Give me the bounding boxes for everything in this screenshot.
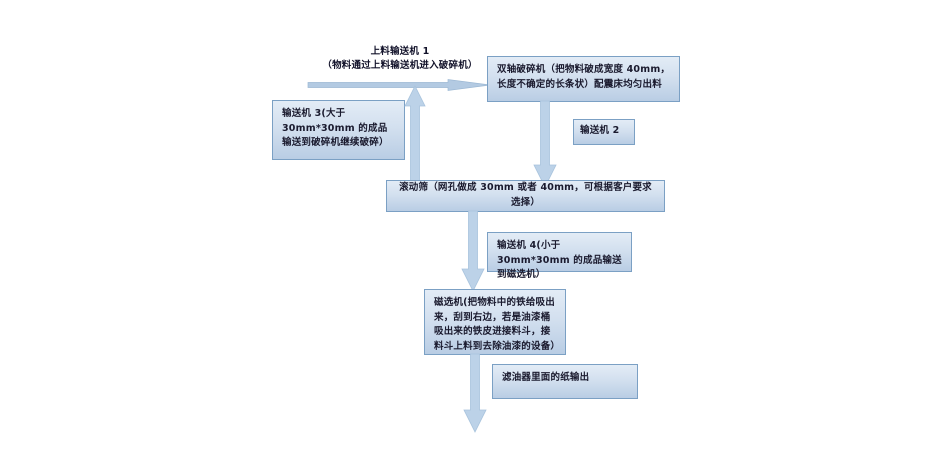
node-conveyor-4-text: 输送机 4(小于 30mm*30mm 的成品输送到磁选机） <box>497 240 622 281</box>
node-twin-shaft-crusher-text: 双轴破碎机（把物料破成宽度 40mm，长度不确定的长条状）配震床均匀出料 <box>497 64 671 90</box>
node-conveyor-2-text: 输送机 2 <box>580 125 620 136</box>
node-rolling-screen-text: 滚动筛（网孔做成 30mm 或者 40mm，可根据客户要求选择） <box>399 182 652 208</box>
node-paper-output: 滤油器里面的纸输出 <box>492 364 638 399</box>
label-feed-conveyor-1-line1: 上料输送机 1 <box>370 46 430 57</box>
arrow-crusher-to-screen <box>533 100 557 188</box>
node-conveyor-3-text: 输送机 3(大于 30mm*30mm 的成品输送到破碎机继续破碎） <box>282 108 389 149</box>
arrow-screen-to-feed-conveyor <box>404 85 426 192</box>
node-twin-shaft-crusher: 双轴破碎机（把物料破成宽度 40mm，长度不确定的长条状）配震床均匀出料 <box>487 56 680 102</box>
node-paper-output-text: 滤油器里面的纸输出 <box>502 372 590 383</box>
arrow-feed-conveyor-to-crusher <box>307 79 491 91</box>
arrow-screen-to-magnetic-separator <box>461 210 485 292</box>
node-conveyor-3: 输送机 3(大于 30mm*30mm 的成品输送到破碎机继续破碎） <box>272 100 405 160</box>
node-conveyor-2: 输送机 2 <box>573 119 635 145</box>
node-conveyor-4: 输送机 4(小于 30mm*30mm 的成品输送到磁选机） <box>487 232 632 280</box>
node-magnetic-separator: 磁选机(把物料中的铁给吸出来，刮到右边，若是油漆桶吸出来的铁皮进接料斗，接料斗上… <box>424 289 566 355</box>
node-rolling-screen: 滚动筛（网孔做成 30mm 或者 40mm，可根据客户要求选择） <box>386 180 665 212</box>
arrow-magnetic-separator-output <box>463 353 487 433</box>
label-feed-conveyor-1-line2: （物料通过上料输送机进入破碎机） <box>322 60 478 72</box>
label-feed-conveyor-1: 上料输送机 1 （物料通过上料输送机进入破碎机） <box>300 45 500 74</box>
node-magnetic-separator-text: 磁选机(把物料中的铁给吸出来，刮到右边，若是油漆桶吸出来的铁皮进接料斗，接料斗上… <box>434 297 561 353</box>
